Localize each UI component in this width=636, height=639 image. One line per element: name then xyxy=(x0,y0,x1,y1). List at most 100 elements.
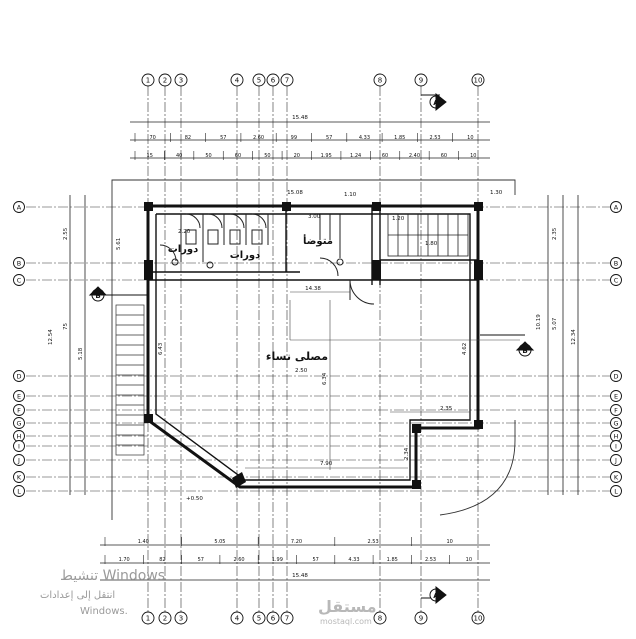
dimension-value: 60 xyxy=(235,153,241,159)
column-axis-label: 1 xyxy=(146,615,150,623)
site-boundary xyxy=(111,179,516,520)
axis-bubble xyxy=(373,73,387,87)
axis-bubble xyxy=(13,201,25,213)
row-axis-label: I xyxy=(18,443,20,451)
axis-bubble xyxy=(414,73,428,87)
dimension-value: 82 xyxy=(185,135,191,141)
axis-bubble xyxy=(471,611,485,625)
row-axis-label: G xyxy=(613,420,618,428)
dim-4-62: 4.62 xyxy=(462,343,468,355)
section-markers xyxy=(88,92,535,605)
axis-bubble xyxy=(610,370,622,382)
dimension-value: 1.40 xyxy=(138,539,149,545)
column-axis-label: 9 xyxy=(419,615,423,623)
dim-1-30: 1.30 xyxy=(490,190,503,196)
dimension-value: 57 xyxy=(312,557,318,563)
row-axis-label: J xyxy=(17,457,20,465)
dim-2-35: 2.35 xyxy=(440,406,453,412)
dimension-value: 40 xyxy=(176,153,182,159)
axis-bubble xyxy=(13,485,25,497)
brand-url: mostaql.com xyxy=(320,617,372,626)
section-a-top: A xyxy=(433,99,439,107)
prayer-hall-label: مصلى نساء xyxy=(266,350,328,363)
axis-bubble xyxy=(280,611,294,625)
axis-bubble xyxy=(158,611,172,625)
row-axis-label: E xyxy=(17,393,21,401)
row-axis-label: D xyxy=(16,373,21,381)
activate-title: تنشيط Windows xyxy=(60,568,165,584)
dimension-value: 10 xyxy=(447,539,453,545)
axis-bubble xyxy=(610,454,622,466)
axis-bubble xyxy=(230,611,244,625)
column-axis-label: 8 xyxy=(378,77,382,85)
row-axis-label: B xyxy=(17,260,21,268)
column-axis-label: 6 xyxy=(271,77,276,85)
toilet-cubicles xyxy=(159,213,344,269)
dimension-value: 1.85 xyxy=(394,135,405,141)
dim-7-90: 7.90 xyxy=(320,461,333,467)
dimension-value: 57 xyxy=(198,557,204,563)
column-axis-label: 7 xyxy=(285,615,289,623)
row-axis-label: E xyxy=(614,393,618,401)
dim-2-50: 2.50 xyxy=(295,368,308,374)
dim-2-20: 2.20 xyxy=(178,229,191,235)
row-axis-label: H xyxy=(17,433,22,441)
axis-bubble xyxy=(610,404,622,416)
dimension-value: 2.60 xyxy=(233,557,244,563)
axis-bubble xyxy=(610,440,622,452)
dimension-value: 50 xyxy=(264,153,270,159)
dimension-value: 60 xyxy=(382,153,388,159)
dimension-value: 1.95 xyxy=(321,153,332,159)
dimension-value: 7.20 xyxy=(291,539,302,545)
dimension-value: 10 xyxy=(467,135,473,141)
axis-bubble xyxy=(610,390,622,402)
row-axis-label: L xyxy=(614,488,618,496)
axis-bubble xyxy=(13,417,25,429)
column-axis-label: 2 xyxy=(163,615,167,623)
row-axis-label: K xyxy=(614,474,619,482)
dimension-value: 10 xyxy=(470,153,476,159)
column-axis-label: 1 xyxy=(146,77,150,85)
axis-bubble xyxy=(13,404,25,416)
room-labels: دورات دورات متوضأ مصلى نساء xyxy=(168,234,333,363)
dimension-value: 57 xyxy=(326,135,332,141)
row-axis-label: F xyxy=(17,407,21,415)
row-axis-label: H xyxy=(614,433,619,441)
axis-bubble xyxy=(610,201,622,213)
dimension-value: 82 xyxy=(159,557,165,563)
windows-activation-watermark: تنشيط Windows انتقل إلى إعدادات Windows. xyxy=(40,568,165,617)
row-axis-label: K xyxy=(17,474,22,482)
left-dim-2-55: 2.55 xyxy=(63,227,69,240)
dimension-value: 2.53 xyxy=(368,539,379,545)
row-axis-label: F xyxy=(614,407,618,415)
staircase-left xyxy=(115,304,145,456)
axis-bubble xyxy=(610,257,622,269)
column-axis-label: 10 xyxy=(474,615,483,623)
axis-bubble xyxy=(266,611,280,625)
column-axis-label: 7 xyxy=(285,77,289,85)
axis-bubble xyxy=(13,390,25,402)
axis-bubble xyxy=(174,611,188,625)
inner-top-dim: 15.08 xyxy=(287,190,303,196)
axis-bubble xyxy=(13,257,25,269)
dimension-value: 4.33 xyxy=(348,557,359,563)
column-axis-label: 3 xyxy=(179,615,183,623)
column-axis-label: 10 xyxy=(474,77,483,85)
axis-bubble xyxy=(414,611,428,625)
axis-bubble xyxy=(373,611,387,625)
level-0-00: +0.50 xyxy=(186,496,203,502)
axis-bubble xyxy=(13,440,25,452)
axis-bubble xyxy=(610,471,622,483)
staircase-right xyxy=(387,213,469,257)
axis-bubble xyxy=(141,611,155,625)
toilets-label-2: دورات xyxy=(230,250,261,261)
toilets-label-1: دورات xyxy=(168,244,199,255)
dimension-value: 2.60 xyxy=(253,135,264,141)
section-b-right: B xyxy=(522,347,527,355)
column-axis-label: 5 xyxy=(257,615,261,623)
row-axis-label: L xyxy=(17,488,21,496)
